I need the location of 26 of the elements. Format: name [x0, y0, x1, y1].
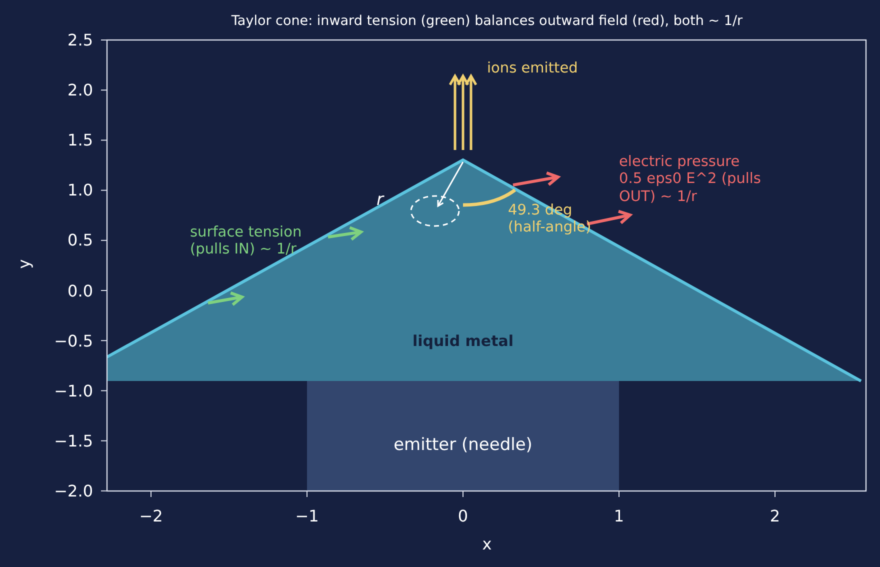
annotation-text: 49.3 deg (half-angle) [508, 202, 592, 238]
tick-label: −1 [295, 506, 319, 526]
emitter-label: emitter (needle) [394, 434, 532, 456]
tick-label: 0.5 [68, 230, 93, 250]
annotation-text: surface tension (pulls IN) ~ 1/r [190, 224, 303, 260]
chart-title: Taylor cone: inward tension (green) balances outward field (red), both ~ 1/r [231, 12, 743, 30]
emitter-needle-rect [307, 381, 619, 491]
tick-label: 0 [458, 506, 468, 526]
annotation-text: ions emitted [487, 60, 578, 78]
tick-label: 0.0 [68, 280, 93, 300]
tick-label: 1.5 [68, 130, 93, 150]
tick-label: 1.0 [68, 180, 93, 200]
tick-label: −1.5 [54, 431, 93, 450]
tick-label: 1 [614, 506, 624, 526]
annotation-text: electric pressure 0.5 eps0 E^2 (pulls OUT) ~ 1/r [619, 154, 761, 206]
tick-label: −2 [139, 506, 163, 526]
tick-label: −2.0 [54, 481, 93, 500]
axis-title: y [14, 259, 34, 269]
region-label: liquid metal [412, 332, 514, 350]
tick-label: 2 [770, 506, 780, 526]
axis-title: x [482, 534, 492, 554]
tick-label: −0.5 [54, 331, 93, 350]
tick-label: −1.0 [54, 381, 93, 400]
radius-symbol: r [376, 190, 384, 210]
tick-label: 2.0 [68, 80, 93, 100]
tick-label: 2.5 [68, 30, 93, 50]
